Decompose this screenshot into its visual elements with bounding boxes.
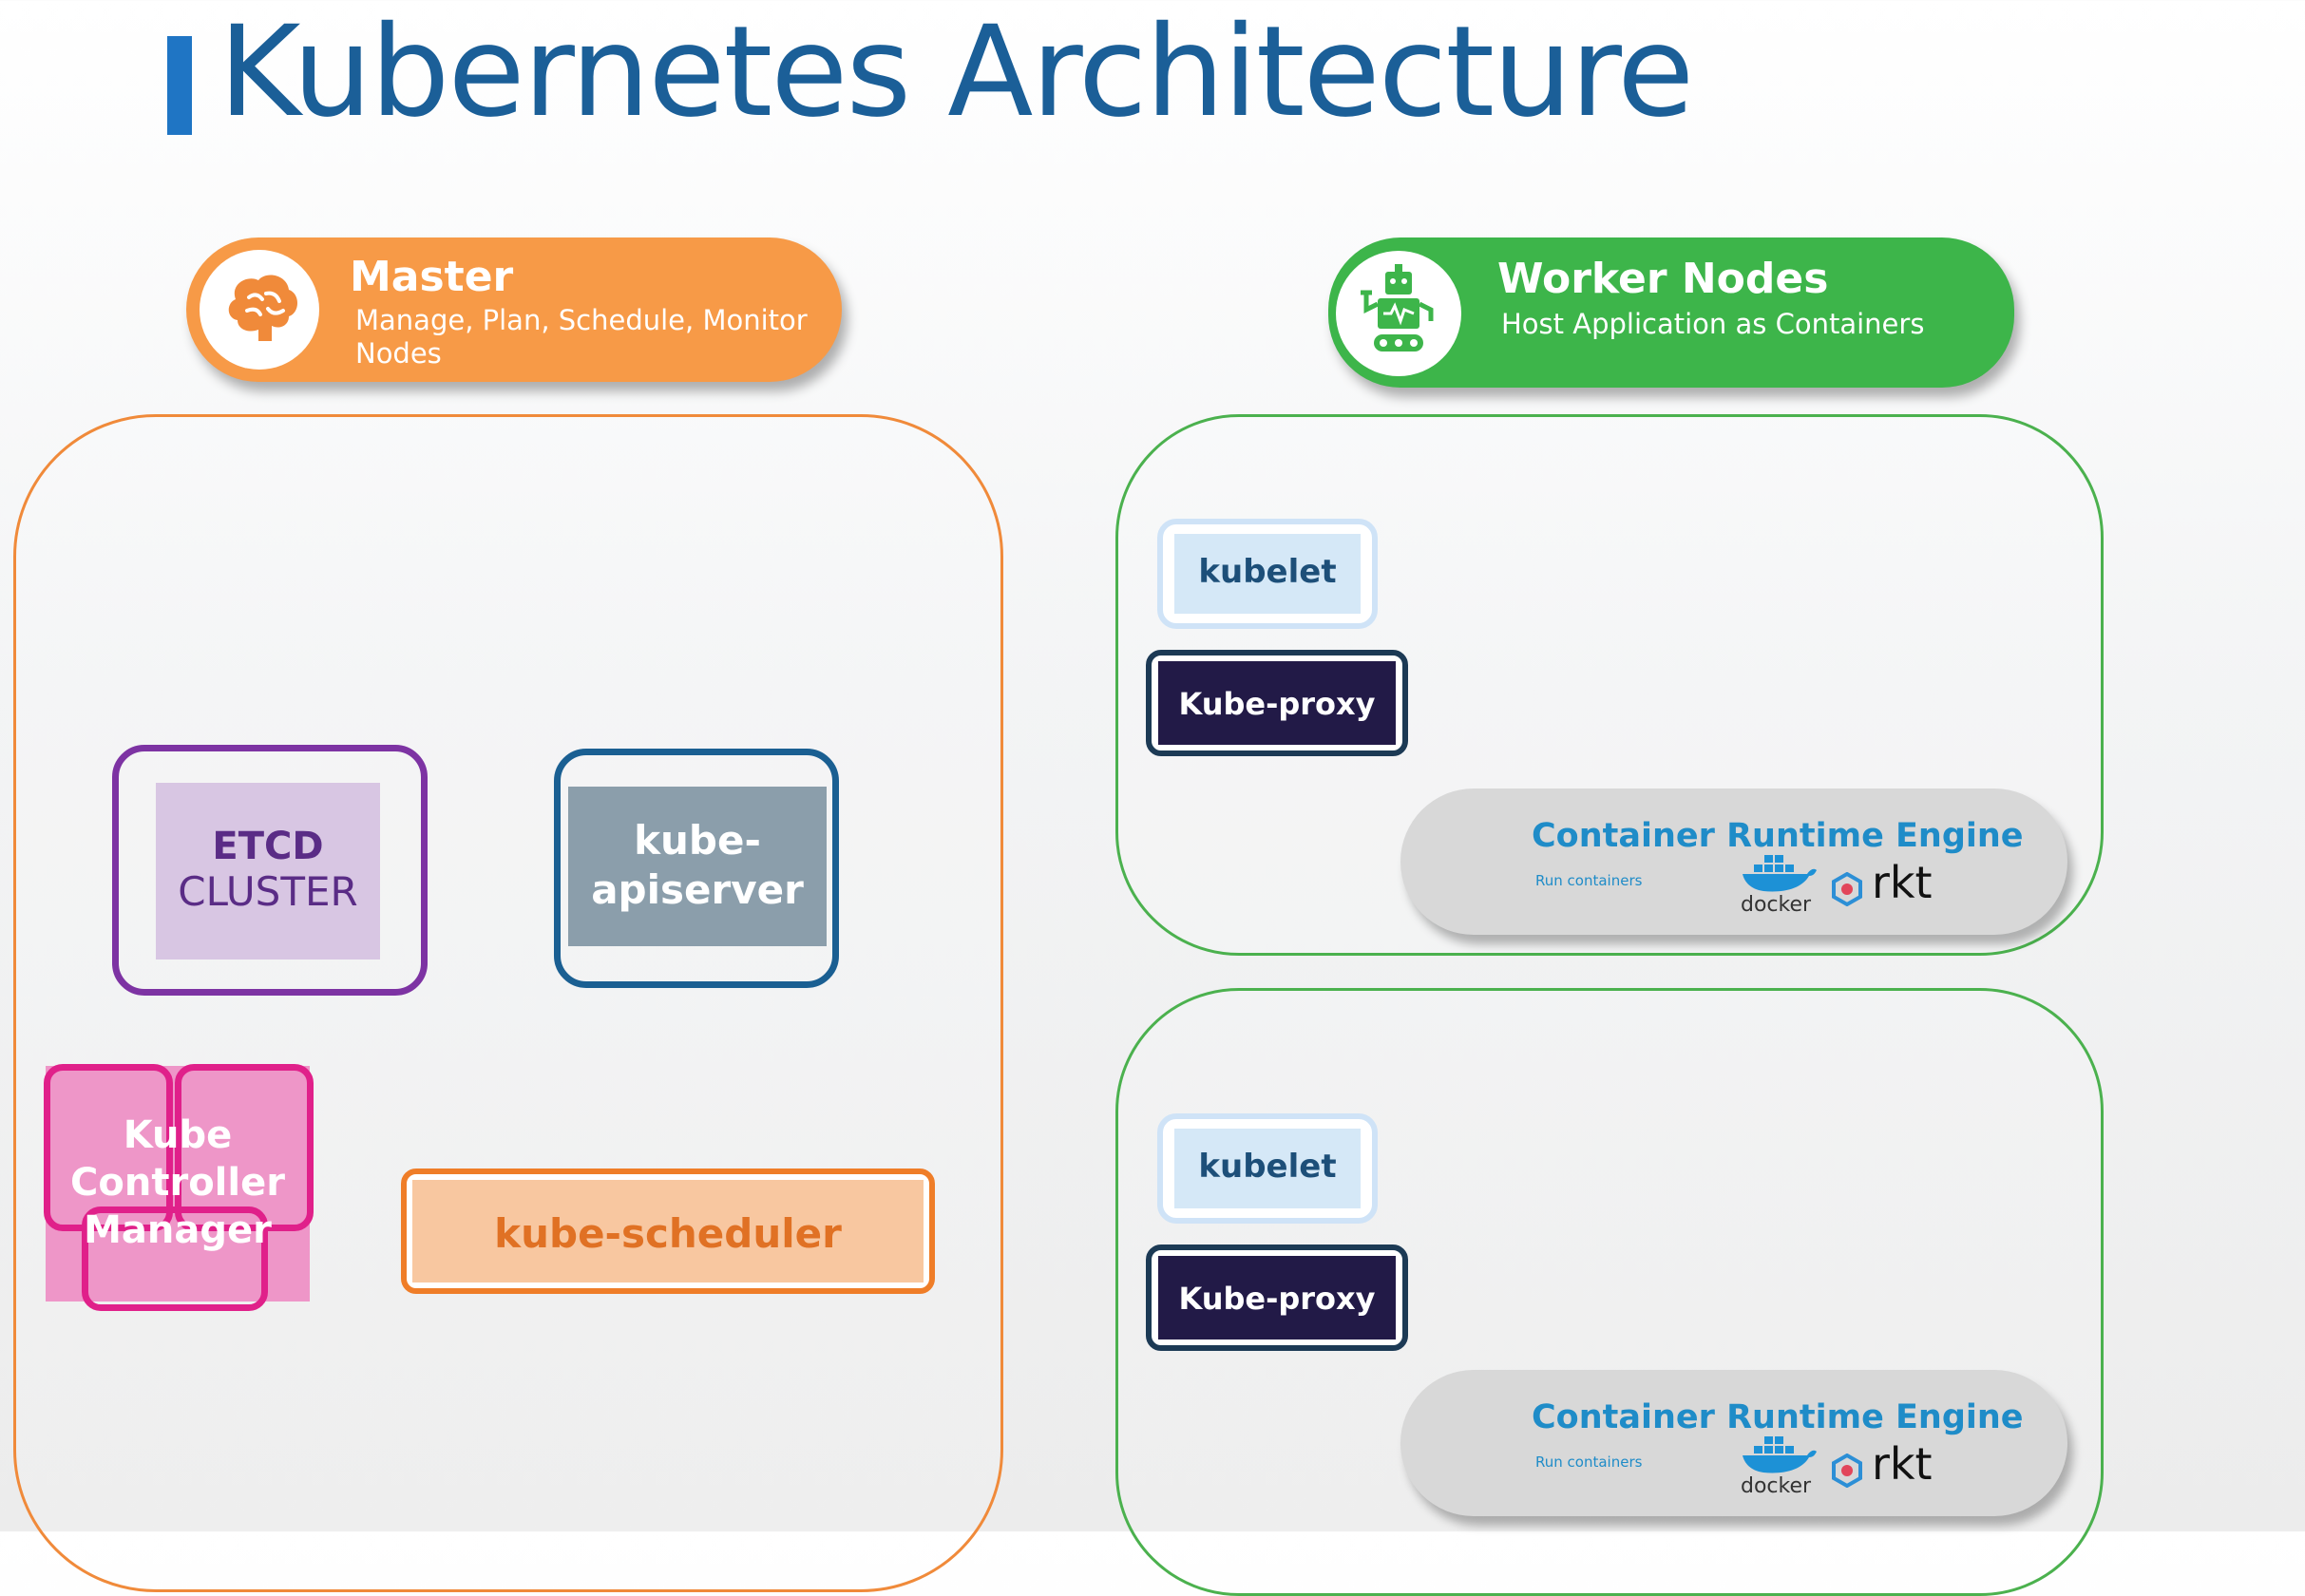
rkt-logo-icon [1830,871,1864,907]
master-header: Master Manage, Plan, Schedule, Monitor N… [186,238,842,382]
container-runtime-engine: Container Runtime Engine Run containers … [1400,1370,2067,1516]
master-title: Master [350,253,514,301]
master-subtitle-line1: Manage, Plan, Schedule, Monitor [355,304,808,336]
kubelet-box [1174,534,1361,614]
kube-proxy-label: Kube-proxy [1178,686,1376,722]
brain-icon [200,250,319,370]
rkt-logo-text: rkt [1872,1438,1933,1490]
kubelet-box [1174,1129,1361,1208]
kube-scheduler-label: kube-scheduler [494,1210,842,1257]
robot-icon [1336,251,1461,376]
title-accent-bar [167,36,192,135]
docker-logo-text: docker [1741,1474,1812,1498]
worker-subtitle: Host Application as Containers [1501,308,1925,340]
docker-logo-text: docker [1741,893,1812,917]
kubelet-label: kubelet [1198,1148,1337,1186]
controller-frame-2 [175,1064,314,1231]
page-title: Kubernetes Architecture [219,0,1694,145]
master-node-panel [13,414,1003,1592]
worker-title: Worker Nodes [1497,255,1829,303]
controller-manager-label-line2: Controller [70,1161,285,1205]
controller-frame-1 [44,1064,173,1231]
container-runtime-subtitle: Run containers [1535,872,1643,889]
kube-proxy-box [1158,661,1396,745]
container-runtime-subtitle: Run containers [1535,1454,1643,1471]
worker-header: Worker Nodes Host Application as Contain… [1328,238,2014,388]
container-runtime-title: Container Runtime Engine [1532,817,2024,855]
etcd-cluster-frame [112,745,428,996]
kube-proxy-label: Kube-proxy [1178,1281,1376,1317]
kube-proxy-box [1158,1256,1396,1340]
kube-apiserver-box [568,787,827,946]
cluster-label: CLUSTER [178,868,358,915]
etcd-label: ETCD [212,825,324,868]
rkt-logo-text: rkt [1872,857,1933,908]
kube-scheduler-box [412,1180,924,1282]
rkt-logo-icon [1830,1453,1864,1489]
controller-manager-label-line3: Manager [84,1208,272,1252]
etcd-cluster-box [156,783,380,960]
controller-manager-label-line1: Kube [123,1113,233,1157]
controller-frame-3 [82,1206,268,1311]
kube-apiserver-label-line2: apiserver [591,866,804,913]
master-subtitle-line2: Nodes [355,337,442,370]
container-runtime-title: Container Runtime Engine [1532,1398,2024,1436]
docker-whale-icon [1739,1433,1819,1476]
kubelet-label: kubelet [1198,553,1337,591]
container-runtime-engine: Container Runtime Engine Run containers … [1400,788,2067,935]
docker-whale-icon [1739,851,1819,895]
kube-apiserver-label-line1: kube- [634,817,761,864]
kube-apiserver-frame [554,749,839,988]
